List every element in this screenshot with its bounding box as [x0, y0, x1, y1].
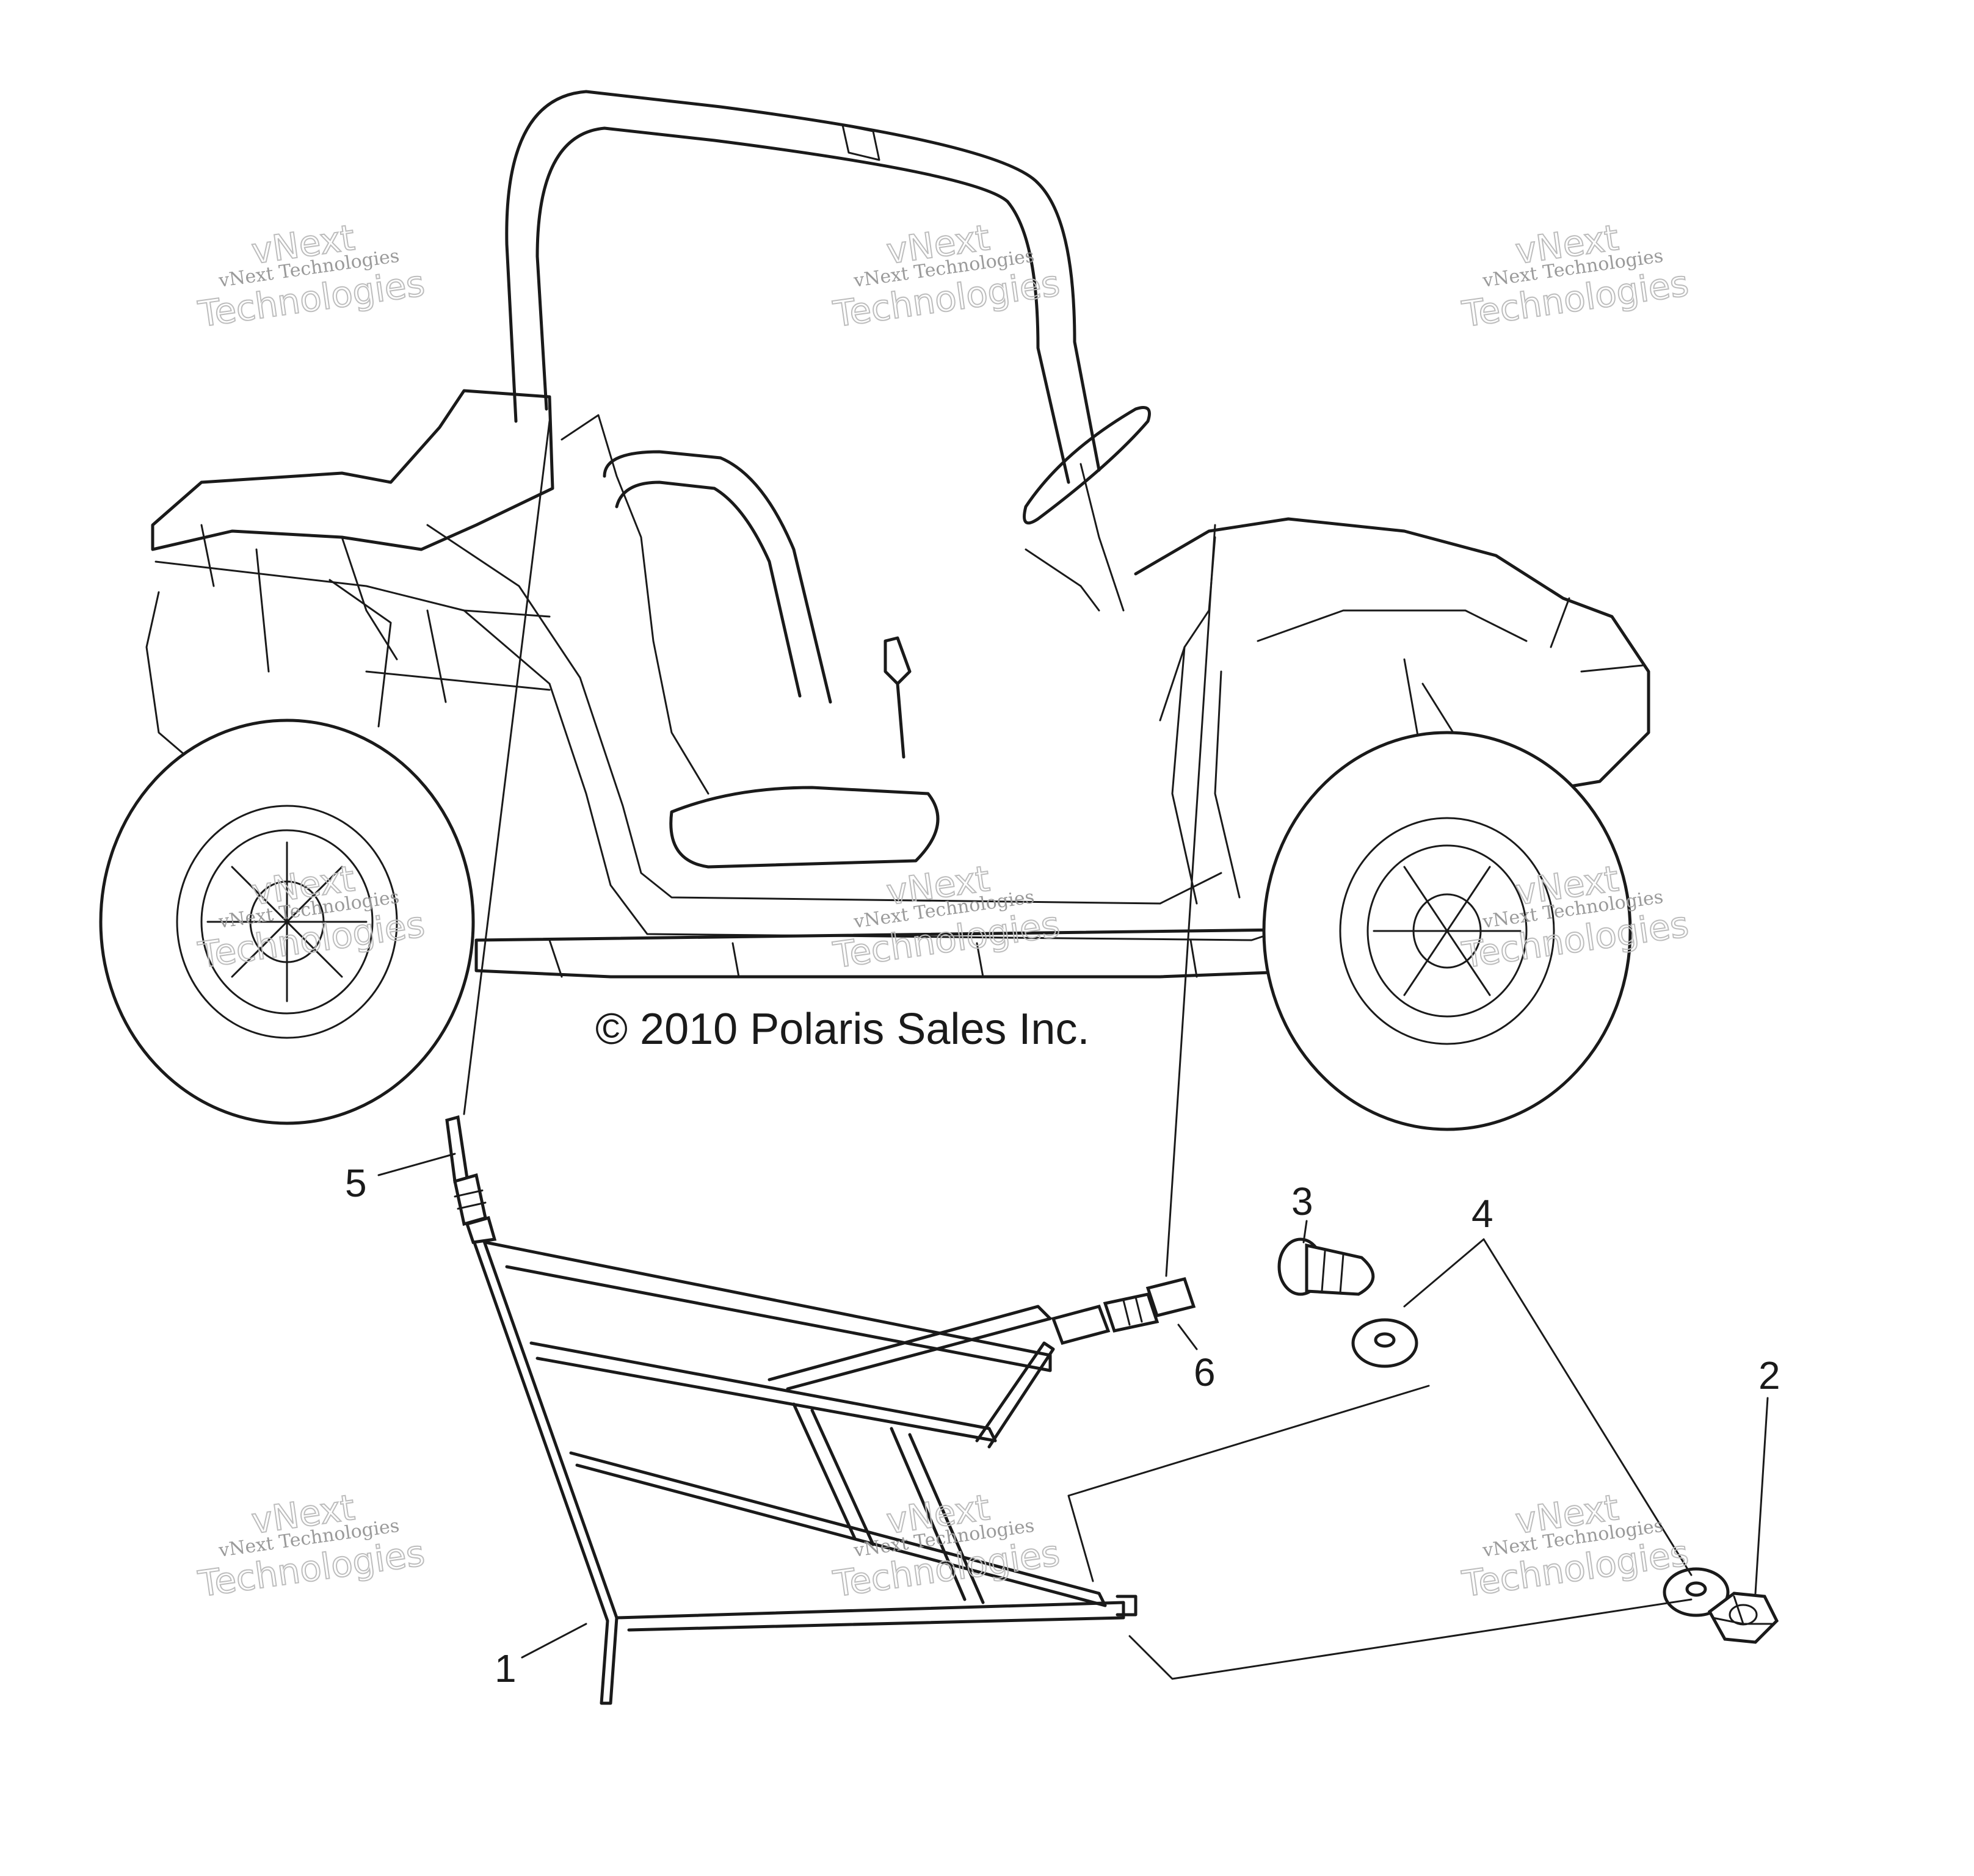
callout-5: 5	[345, 1161, 367, 1205]
watermark-mc: vNext vNext Technologies Technologies	[830, 857, 1062, 977]
watermark-tc: vNext vNext Technologies Technologies	[830, 216, 1062, 336]
buckle-upper	[445, 1115, 497, 1244]
front-tire	[1262, 731, 1632, 1131]
push-rivet	[1277, 1237, 1375, 1296]
rear-body	[151, 389, 554, 551]
callout-2: 2	[1758, 1353, 1780, 1397]
rear-tire	[99, 719, 475, 1125]
washer-upper	[1351, 1318, 1418, 1368]
roll-cage	[505, 90, 1101, 484]
seat	[669, 786, 940, 869]
leader-lines	[377, 420, 1769, 1680]
hex-nut	[1707, 1592, 1779, 1644]
callout-3: 3	[1291, 1179, 1313, 1223]
washer-lower	[1663, 1567, 1730, 1617]
vehicle-illustration	[99, 90, 1650, 1131]
steering-wheel	[1023, 406, 1151, 525]
watermark-bl: vNext vNext Technologies Technologies	[195, 1486, 427, 1606]
watermark-tr: vNext vNext Technologies Technologies	[1459, 216, 1691, 336]
callout-6: 6	[1194, 1350, 1216, 1394]
callout-1: 1	[495, 1646, 517, 1690]
callout-4: 4	[1471, 1192, 1493, 1236]
watermark-br: vNext vNext Technologies Technologies	[1459, 1486, 1691, 1606]
door-net-frame	[471, 1234, 1138, 1705]
copyright-notice: © 2010 Polaris Sales Inc.	[595, 1005, 1089, 1054]
front-body	[1134, 517, 1650, 789]
buckle-lower	[1051, 1277, 1196, 1345]
watermark-tl: vNext vNext Technologies Technologies	[195, 216, 427, 336]
